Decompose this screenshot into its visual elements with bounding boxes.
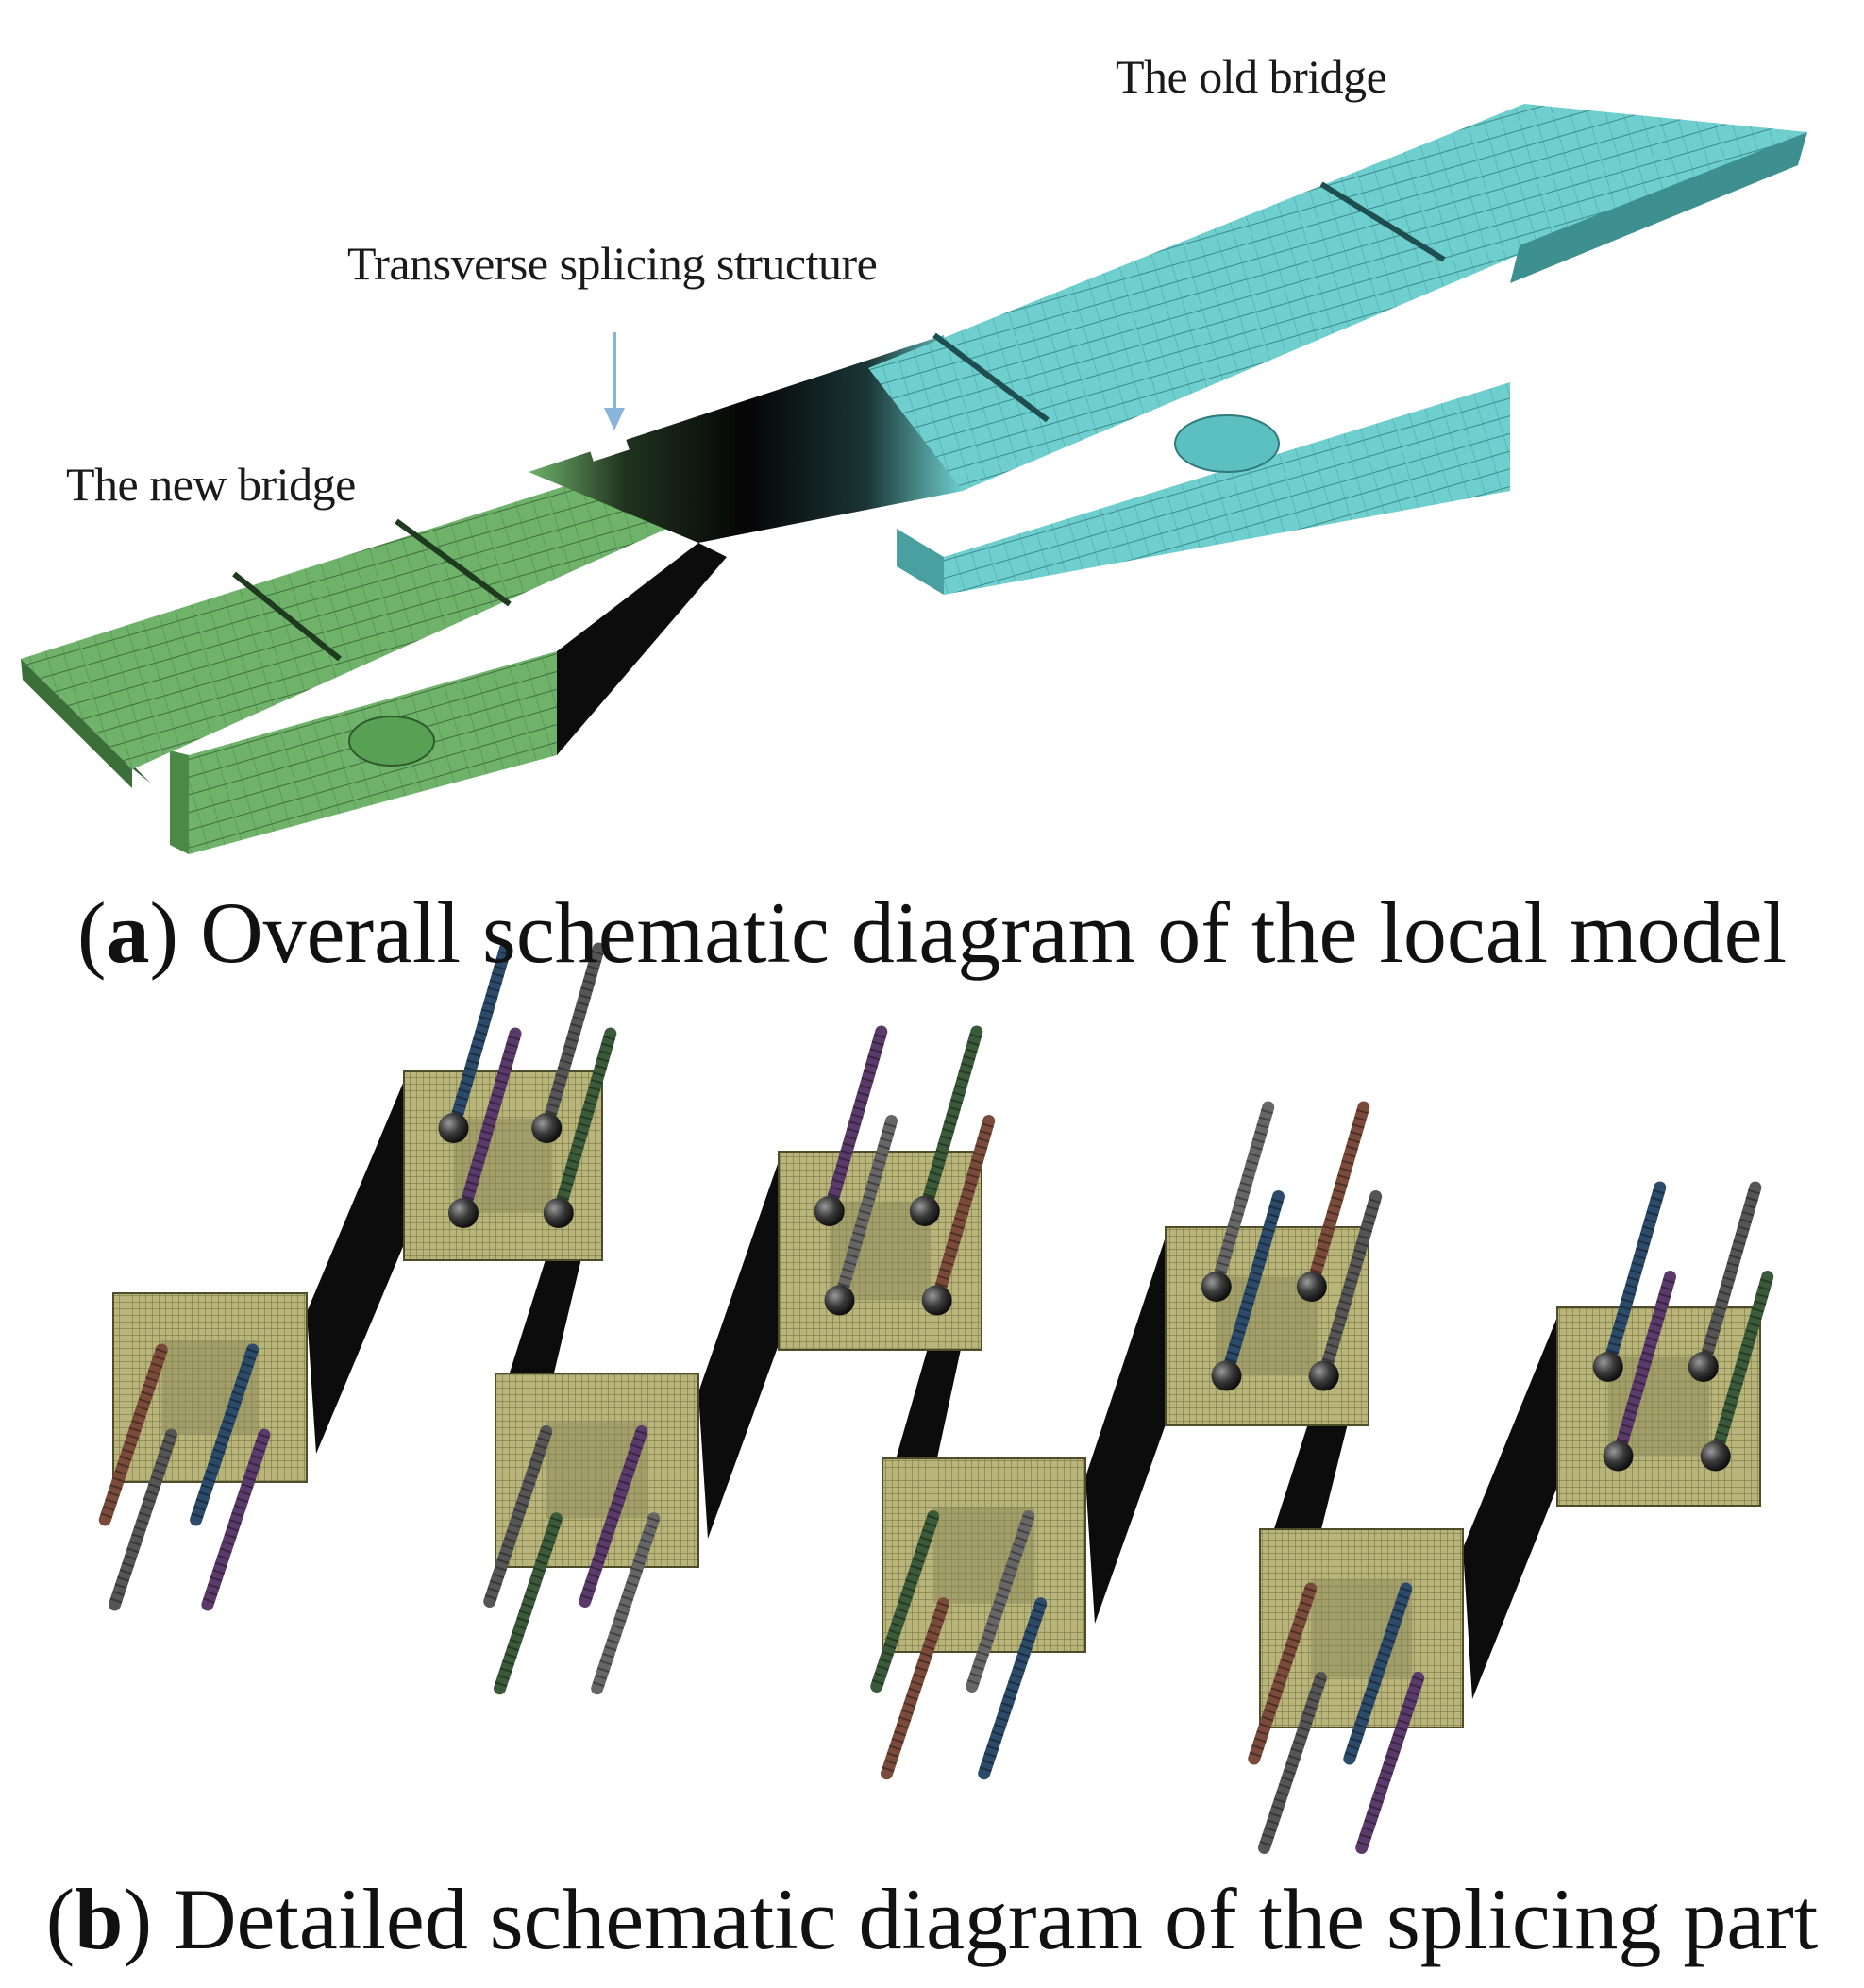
bolt-head [921, 1285, 952, 1316]
anchor-rod [483, 1425, 553, 1608]
bolt-head [1592, 1352, 1623, 1382]
anchor-rod [1220, 1190, 1285, 1382]
anchor-rod [457, 1027, 522, 1220]
rod-thread [540, 947, 605, 1130]
old-bridge-girder [868, 104, 1807, 595]
caption-panel-a: (a) Overall schematic diagram of the loc… [76, 884, 1788, 981]
anchor-rod [1697, 1181, 1762, 1373]
rod-thread [1305, 1105, 1370, 1289]
rod-thread [833, 1119, 898, 1303]
bolt-head [438, 1113, 469, 1143]
rod-thread [1318, 1194, 1382, 1378]
bolt-head [531, 1113, 563, 1143]
bolt-head [1700, 1440, 1731, 1472]
rod-thread [457, 1032, 522, 1215]
bolt-head [1201, 1272, 1232, 1302]
anchor-rod [98, 1343, 168, 1526]
anchor-rod [494, 1512, 563, 1695]
bolt-head [909, 1196, 940, 1226]
rod-thread [552, 1032, 617, 1215]
bolt-head [448, 1198, 479, 1228]
caption-b-text: Detailed schematic diagram of the splici… [174, 1871, 1819, 1967]
rod-thread [1697, 1186, 1762, 1369]
bolt-head [1603, 1440, 1634, 1472]
anchor-rod [1305, 1101, 1370, 1293]
label-transverse-splicing: Transverse splicing structure [347, 237, 878, 290]
bolt-head [824, 1285, 855, 1316]
anchor-rod [1355, 1672, 1425, 1854]
anchor-rod [931, 1115, 996, 1306]
rod-thread [1709, 1274, 1773, 1458]
panel-b-splice-structure [98, 942, 1774, 1854]
anchor-rod [591, 1512, 661, 1695]
anchor-rod [1602, 1181, 1667, 1373]
anchor-rod [552, 1027, 617, 1220]
caption-b-letter: b [75, 1871, 124, 1967]
new-bridge-girder [21, 477, 698, 854]
rod-thread [1210, 1105, 1274, 1289]
rod-thread [1602, 1186, 1666, 1369]
caption-a-text: Overall schematic diagram of the local m… [200, 884, 1788, 981]
panel-a-bridge-model [21, 104, 1807, 854]
rod-thread [447, 947, 512, 1130]
rod-thread [931, 1119, 995, 1303]
bolt-head [1296, 1272, 1327, 1302]
caption-a-letter: a [106, 884, 150, 981]
bolt-head [814, 1196, 845, 1226]
anchor-rod [201, 1428, 271, 1611]
anchor-rod [1210, 1101, 1275, 1293]
anchor-rod [1318, 1190, 1383, 1382]
anchor-rod [918, 1025, 983, 1218]
anchor-rod [1343, 1582, 1413, 1765]
label-new-bridge: The new bridge [66, 458, 356, 511]
bolt-head [543, 1198, 574, 1228]
rod-thread [1612, 1274, 1676, 1458]
anchor-rod [579, 1425, 648, 1608]
anchor-rod [447, 942, 512, 1135]
anchor-rod [978, 1597, 1048, 1780]
splice-deck-region [529, 335, 963, 755]
rod-thread [1220, 1194, 1285, 1378]
bolt-head [1308, 1360, 1339, 1391]
anchor-rod [190, 1343, 260, 1526]
bolt-head [1211, 1360, 1242, 1391]
splice-pointer-arrow [604, 332, 625, 430]
caption-panel-b: (b) Detailed schematic diagram of the sp… [45, 1871, 1819, 1967]
anchor-rod [881, 1597, 949, 1780]
anchor-rod [833, 1115, 898, 1306]
anchor-rod [109, 1428, 177, 1611]
anchor-rod [870, 1510, 940, 1693]
anchor-rod [540, 942, 605, 1135]
anchor-rod [966, 1510, 1035, 1693]
anchor-rod [823, 1025, 888, 1218]
rod-thread [918, 1030, 983, 1213]
anchor-rod [1612, 1271, 1676, 1462]
rod-thread [823, 1030, 887, 1213]
anchor-rod [1248, 1582, 1318, 1765]
anchor-rod [1709, 1271, 1774, 1462]
bolt-head [1688, 1352, 1719, 1382]
label-old-bridge: The old bridge [1116, 50, 1387, 103]
anchor-rod [1258, 1672, 1327, 1854]
